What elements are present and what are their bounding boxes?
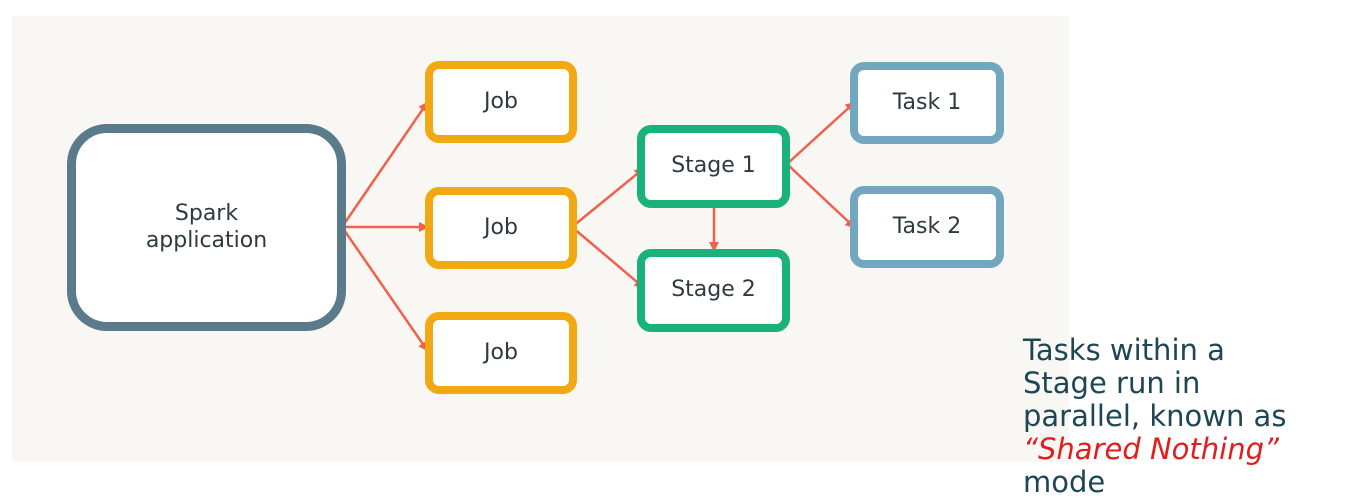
caption: Tasks within a Stage run in parallel, kn… — [1023, 334, 1363, 499]
arrow-app-to-job-3 — [340, 226, 429, 352]
arrow-app-to-job-1 — [340, 101, 429, 228]
spark-application-node: Spark application — [67, 124, 346, 331]
caption-line-2: Stage run in — [1023, 366, 1201, 400]
stage-node-1: Stage 1 — [637, 125, 790, 208]
job-node-1: Job — [425, 61, 577, 143]
arrow-job-to-stage-1 — [571, 167, 645, 228]
arrow-stage-1-to-task-2 — [786, 163, 856, 229]
caption-line-3: parallel, known as — [1023, 399, 1287, 433]
arrow-stage-1-to-task-1 — [786, 101, 856, 165]
caption-highlight: “Shared Nothing” — [1023, 432, 1280, 466]
caption-line-4: mode — [1023, 465, 1106, 499]
job-node-3: Job — [425, 312, 577, 394]
stage-node-2: Stage 2 — [637, 249, 790, 332]
task-node-1: Task 1 — [850, 62, 1004, 144]
task-node-2: Task 2 — [850, 186, 1004, 268]
arrow-job-to-stage-2 — [571, 226, 645, 289]
job-node-2: Job — [425, 187, 577, 269]
caption-line-1: Tasks within a — [1023, 333, 1225, 367]
